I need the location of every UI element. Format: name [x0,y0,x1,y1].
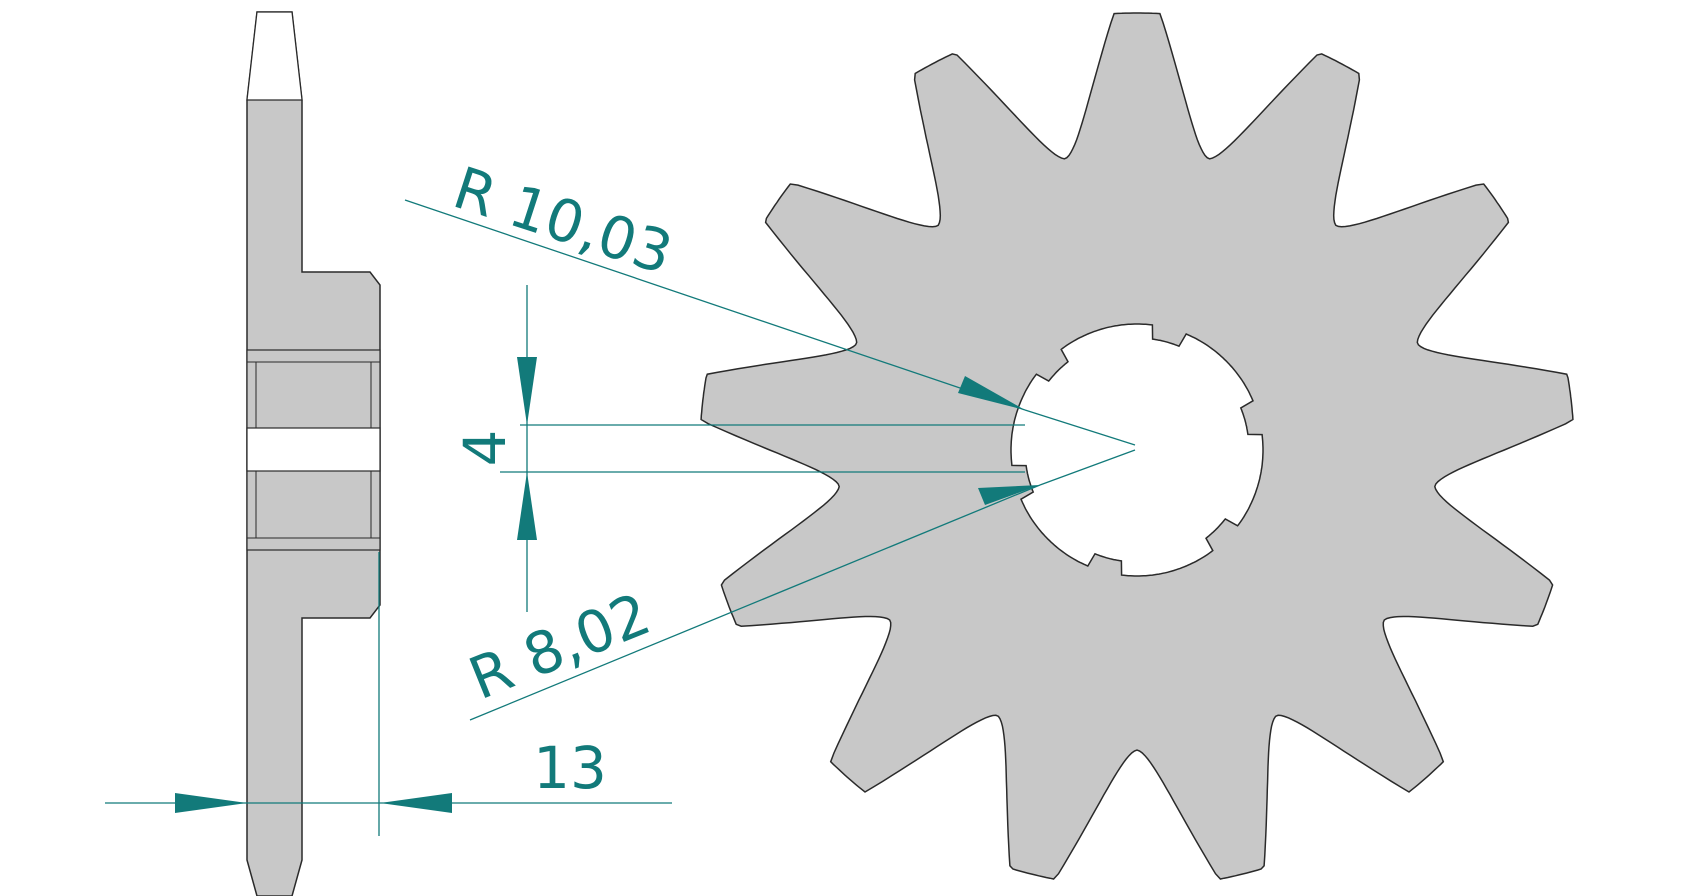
tooth-tip-light [246,11,303,101]
splined-hub-bore [1010,323,1264,577]
key-width-arrow-top [517,357,537,425]
inner-radius-leader-extension [1039,449,1136,486]
thickness-arrow-right [380,793,452,813]
sprocket-front-view [700,12,1574,880]
keyway-slot [246,427,381,472]
outer-radius-arrowhead [958,376,1025,410]
outer-radius-label: R 10,03 [446,154,681,288]
dimension-layer [105,199,1136,836]
inner-radius-arrowhead [978,485,1040,505]
outer-radius-leader-extension [1024,409,1136,446]
key-width-label: 4 [451,430,519,467]
key-width-arrow-bottom [517,472,537,540]
sprocket-side-view [246,11,381,896]
thickness-label: 13 [533,734,607,802]
inner-radius-label: R 8,02 [460,580,660,713]
outer-radius-leader-line [404,199,1026,411]
dimension-labels: R 10,03 R 8,02 4 13 [446,154,681,802]
thickness-arrow-left [175,793,247,813]
inner-radius-leader-line [469,484,1041,721]
